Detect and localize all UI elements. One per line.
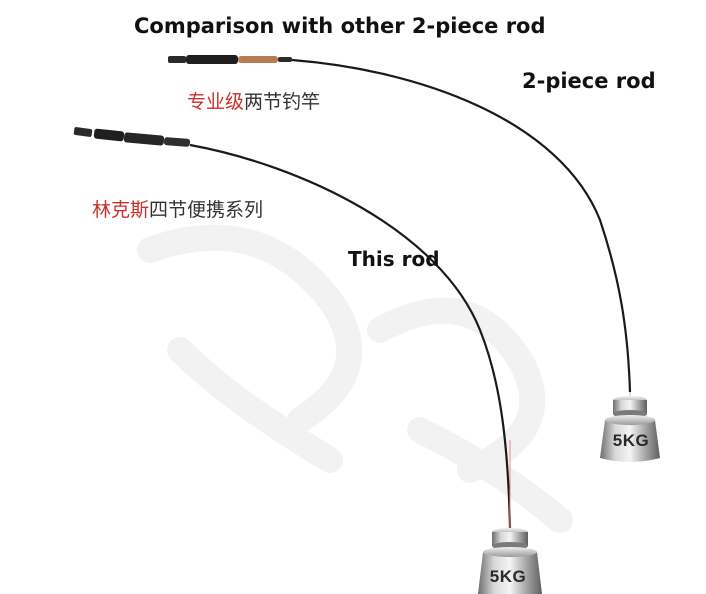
- rod-butt-cap: [168, 56, 186, 63]
- rod-fore-grip: [163, 137, 191, 147]
- this-rod-cn-dark: 四节便携系列: [149, 199, 264, 221]
- this-rod-label: This rod: [348, 247, 440, 271]
- weight-knob: [492, 532, 528, 546]
- rod-cork-grip: [238, 56, 278, 63]
- rod-blank: [189, 143, 512, 529]
- this-rod-cn-red: 林克斯: [92, 199, 150, 221]
- weight-knob: [613, 400, 647, 414]
- rod-reel-seat: [186, 55, 238, 64]
- this-rod: [73, 127, 512, 530]
- two-piece-rod-label: 2-piece rod: [522, 69, 656, 93]
- rod-winding-check: [278, 57, 292, 62]
- background-watermark: [137, 224, 573, 533]
- weight-upper-label: 5KG: [613, 431, 649, 450]
- rod-reel-seat: [123, 132, 165, 146]
- two-piece-cn-dark: 两节钓竿: [244, 91, 321, 113]
- weight-lower: 5KG: [478, 528, 542, 594]
- weight-body: [600, 417, 660, 462]
- two-piece-cn-red: 专业级: [187, 91, 245, 113]
- two-piece-rod-cn-label: 专业级两节钓竿: [187, 87, 320, 114]
- rod-grip: [93, 128, 125, 142]
- weight-upper: 5KG: [600, 396, 660, 462]
- weight-body: [478, 549, 542, 594]
- weight-lower-label: 5KG: [490, 567, 526, 586]
- rod-butt-cap: [73, 127, 93, 137]
- rod-blank: [291, 58, 632, 393]
- this-rod-cn-label: 林克斯四节便携系列: [92, 195, 263, 222]
- figure-title: Comparison with other 2-piece rod: [134, 14, 546, 38]
